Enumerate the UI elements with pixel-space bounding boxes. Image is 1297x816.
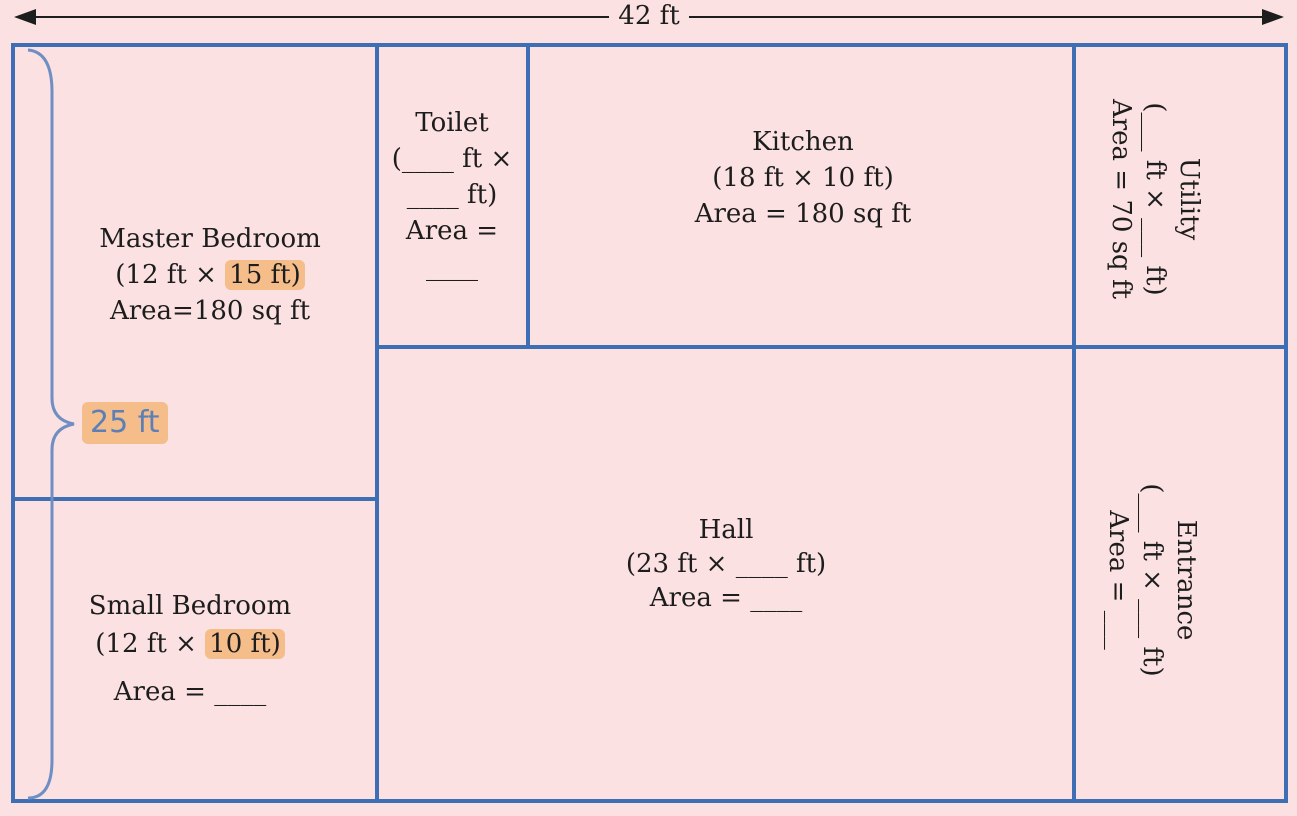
- walls: [11, 43, 1288, 803]
- height-brace: [27, 48, 75, 800]
- master-bedroom-label: Master Bedroom (12 ft × 15 ft) Area=180 …: [60, 221, 360, 329]
- room-area: Area = 70 sq ft: [1106, 98, 1136, 300]
- dims-text: (12 ft ×: [115, 260, 226, 290]
- room-dimensions: (12 ft × 10 ft): [40, 625, 340, 663]
- room-name: Kitchen: [752, 127, 854, 157]
- room-name: Master Bedroom: [99, 224, 321, 254]
- dims-text: (12 ft ×: [95, 629, 206, 659]
- room-area: Area = ___: [1103, 510, 1133, 650]
- kitchen-label: Kitchen (18 ft × 10 ft) Area = 180 sq ft: [603, 124, 1003, 232]
- hall-label: Hall (23 ft × ____ ft) Area = ____: [526, 513, 926, 615]
- room-dimensions: (12 ft × 15 ft): [60, 257, 360, 293]
- room-area: Area = 180 sq ft: [694, 199, 912, 229]
- room-dimensions: (___ ft × ___ ft): [1140, 102, 1170, 296]
- room-dimensions: (18 ft × 10 ft): [712, 163, 894, 193]
- room-dimensions: (23 ft × ____ ft): [625, 549, 827, 579]
- small-bedroom-label: Small Bedroom (12 ft × 10 ft) Area = ___…: [40, 587, 340, 711]
- highlighted-dimension: 10 ft): [205, 629, 285, 659]
- room-name: Hall: [698, 515, 754, 545]
- room-dimensions-1: (____ ft ×: [391, 144, 513, 174]
- outer-wall: [11, 43, 1288, 803]
- utility-label: Utility (___ ft × ___ ft) Area = 70 sq f…: [1096, 79, 1206, 319]
- toilet-label: Toilet (____ ft × ____ ft) Area = ____: [382, 105, 522, 285]
- overall-height-label: 25 ft: [82, 402, 168, 444]
- entrance-label: Entrance (___ ft × ___ ft) Area = ___: [1093, 450, 1203, 710]
- highlighted-dimension: 15 ft): [225, 260, 305, 290]
- room-dimensions: (___ ft × ___ ft): [1137, 483, 1167, 677]
- room-area-blank: ____: [426, 252, 478, 282]
- room-area: Area = ____: [113, 677, 267, 707]
- room-dimensions-2: ____ ft): [406, 180, 498, 210]
- room-name: Utility: [1174, 157, 1204, 241]
- room-name: Small Bedroom: [88, 591, 292, 621]
- room-name: Toilet: [415, 108, 489, 138]
- room-area: Area=180 sq ft: [109, 296, 311, 326]
- room-area: Area =: [405, 216, 499, 246]
- room-area: Area = ____: [649, 583, 803, 613]
- room-name: Entrance: [1171, 519, 1201, 641]
- overall-width-label: 42 ft: [609, 0, 689, 32]
